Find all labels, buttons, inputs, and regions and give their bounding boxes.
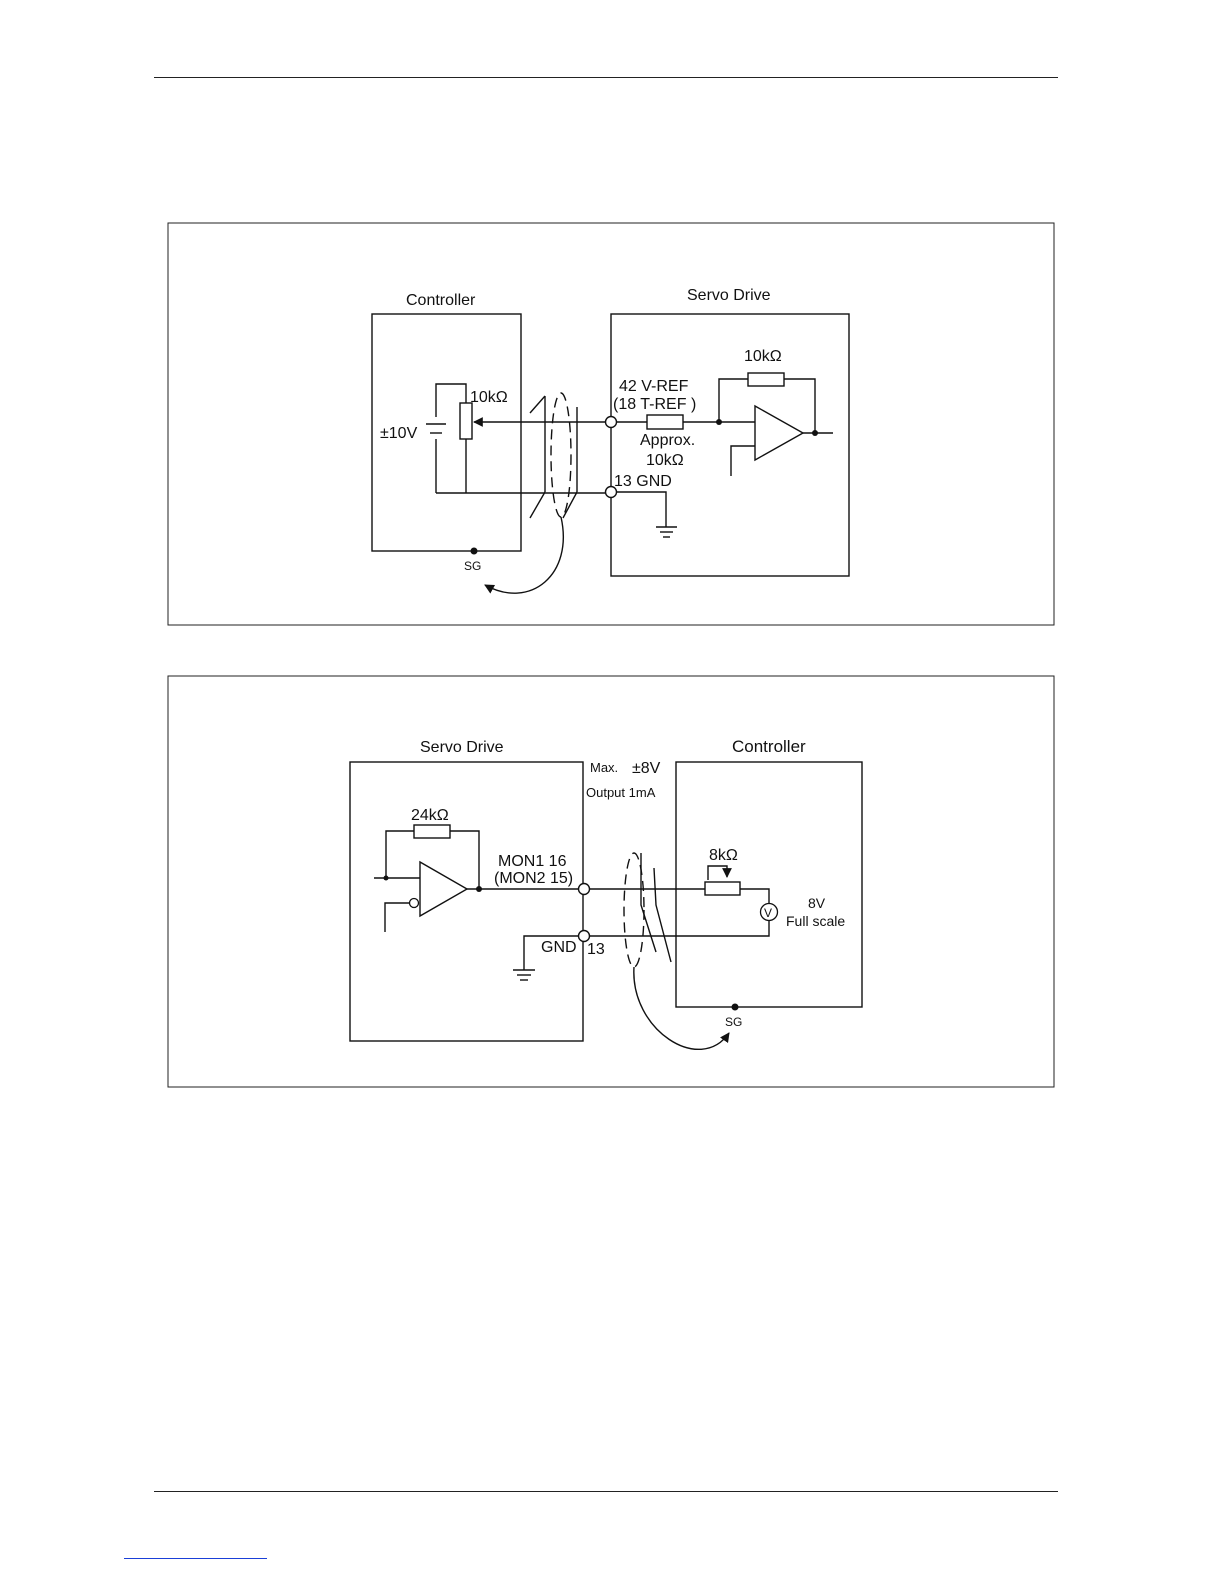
approx-label: Approx.	[640, 432, 695, 449]
feedback-resistor	[748, 373, 784, 386]
approx-resistance-label: 10kΩ	[646, 452, 684, 469]
max-voltage-value: ±8V	[632, 760, 661, 777]
controller-title: Controller	[406, 292, 476, 309]
shield-ground-arrow	[485, 517, 563, 593]
tref-pin-label: (18 T-REF )	[613, 396, 696, 413]
inverting-input-terminal	[410, 899, 419, 908]
potentiometer-symbol	[460, 403, 472, 439]
sg-terminal	[471, 548, 478, 555]
cable-break-mark	[530, 396, 545, 413]
mon1-pin-label: MON1 16	[498, 853, 567, 870]
gnd-pin-label: 13 GND	[614, 473, 672, 490]
figure-2-frame	[168, 676, 1054, 1087]
sg-label: SG	[464, 559, 481, 573]
pot-resistance-label: 10kΩ	[470, 389, 508, 406]
mon2-pin-label: (MON2 15)	[494, 870, 573, 887]
sg-label: SG	[725, 1015, 742, 1029]
supply-circuit	[426, 384, 611, 493]
feedback-resistor	[414, 825, 450, 838]
gnd-pin-label: 13	[587, 941, 605, 958]
vref-pin-label: 42 V-REF	[619, 378, 689, 395]
op-amp	[755, 406, 803, 460]
feedback-resistance-label: 10kΩ	[744, 348, 782, 365]
feedback-resistance-label: 24kΩ	[411, 807, 449, 824]
figure-1-analog-input-wiring: Controller Servo Drive 10kΩ ±10V SG	[168, 223, 1054, 625]
cable-shield	[551, 393, 571, 517]
output-current-label: Output 1mA	[586, 785, 656, 800]
input-resistor	[647, 415, 683, 429]
figure-2-monitor-output-wiring: Servo Drive Controller Max. ±8V Output 1…	[168, 676, 1054, 1087]
gnd-terminal	[579, 931, 590, 942]
max-label: Max.	[590, 760, 618, 775]
supply-voltage-label: ±10V	[380, 425, 418, 442]
servo-drive-box	[350, 762, 583, 1041]
voltmeter-symbol: V	[764, 906, 772, 920]
sg-terminal	[732, 1004, 739, 1011]
pot-resistance-label: 8kΩ	[709, 847, 738, 864]
controller-potentiometer	[705, 882, 740, 895]
vref-terminal	[606, 417, 617, 428]
fullscale-voltage-value: 8V	[808, 895, 826, 911]
servo-drive-title: Servo Drive	[420, 739, 504, 756]
gnd-label: GND	[541, 939, 577, 956]
shield-ground-arrow	[634, 967, 729, 1049]
fullscale-label: Full scale	[786, 913, 845, 929]
controller-box	[676, 762, 862, 1007]
controller-title: Controller	[732, 737, 806, 756]
servo-drive-title: Servo Drive	[687, 287, 771, 304]
mon-terminal	[579, 884, 590, 895]
cable-shield	[624, 853, 644, 967]
op-amp	[420, 862, 467, 916]
